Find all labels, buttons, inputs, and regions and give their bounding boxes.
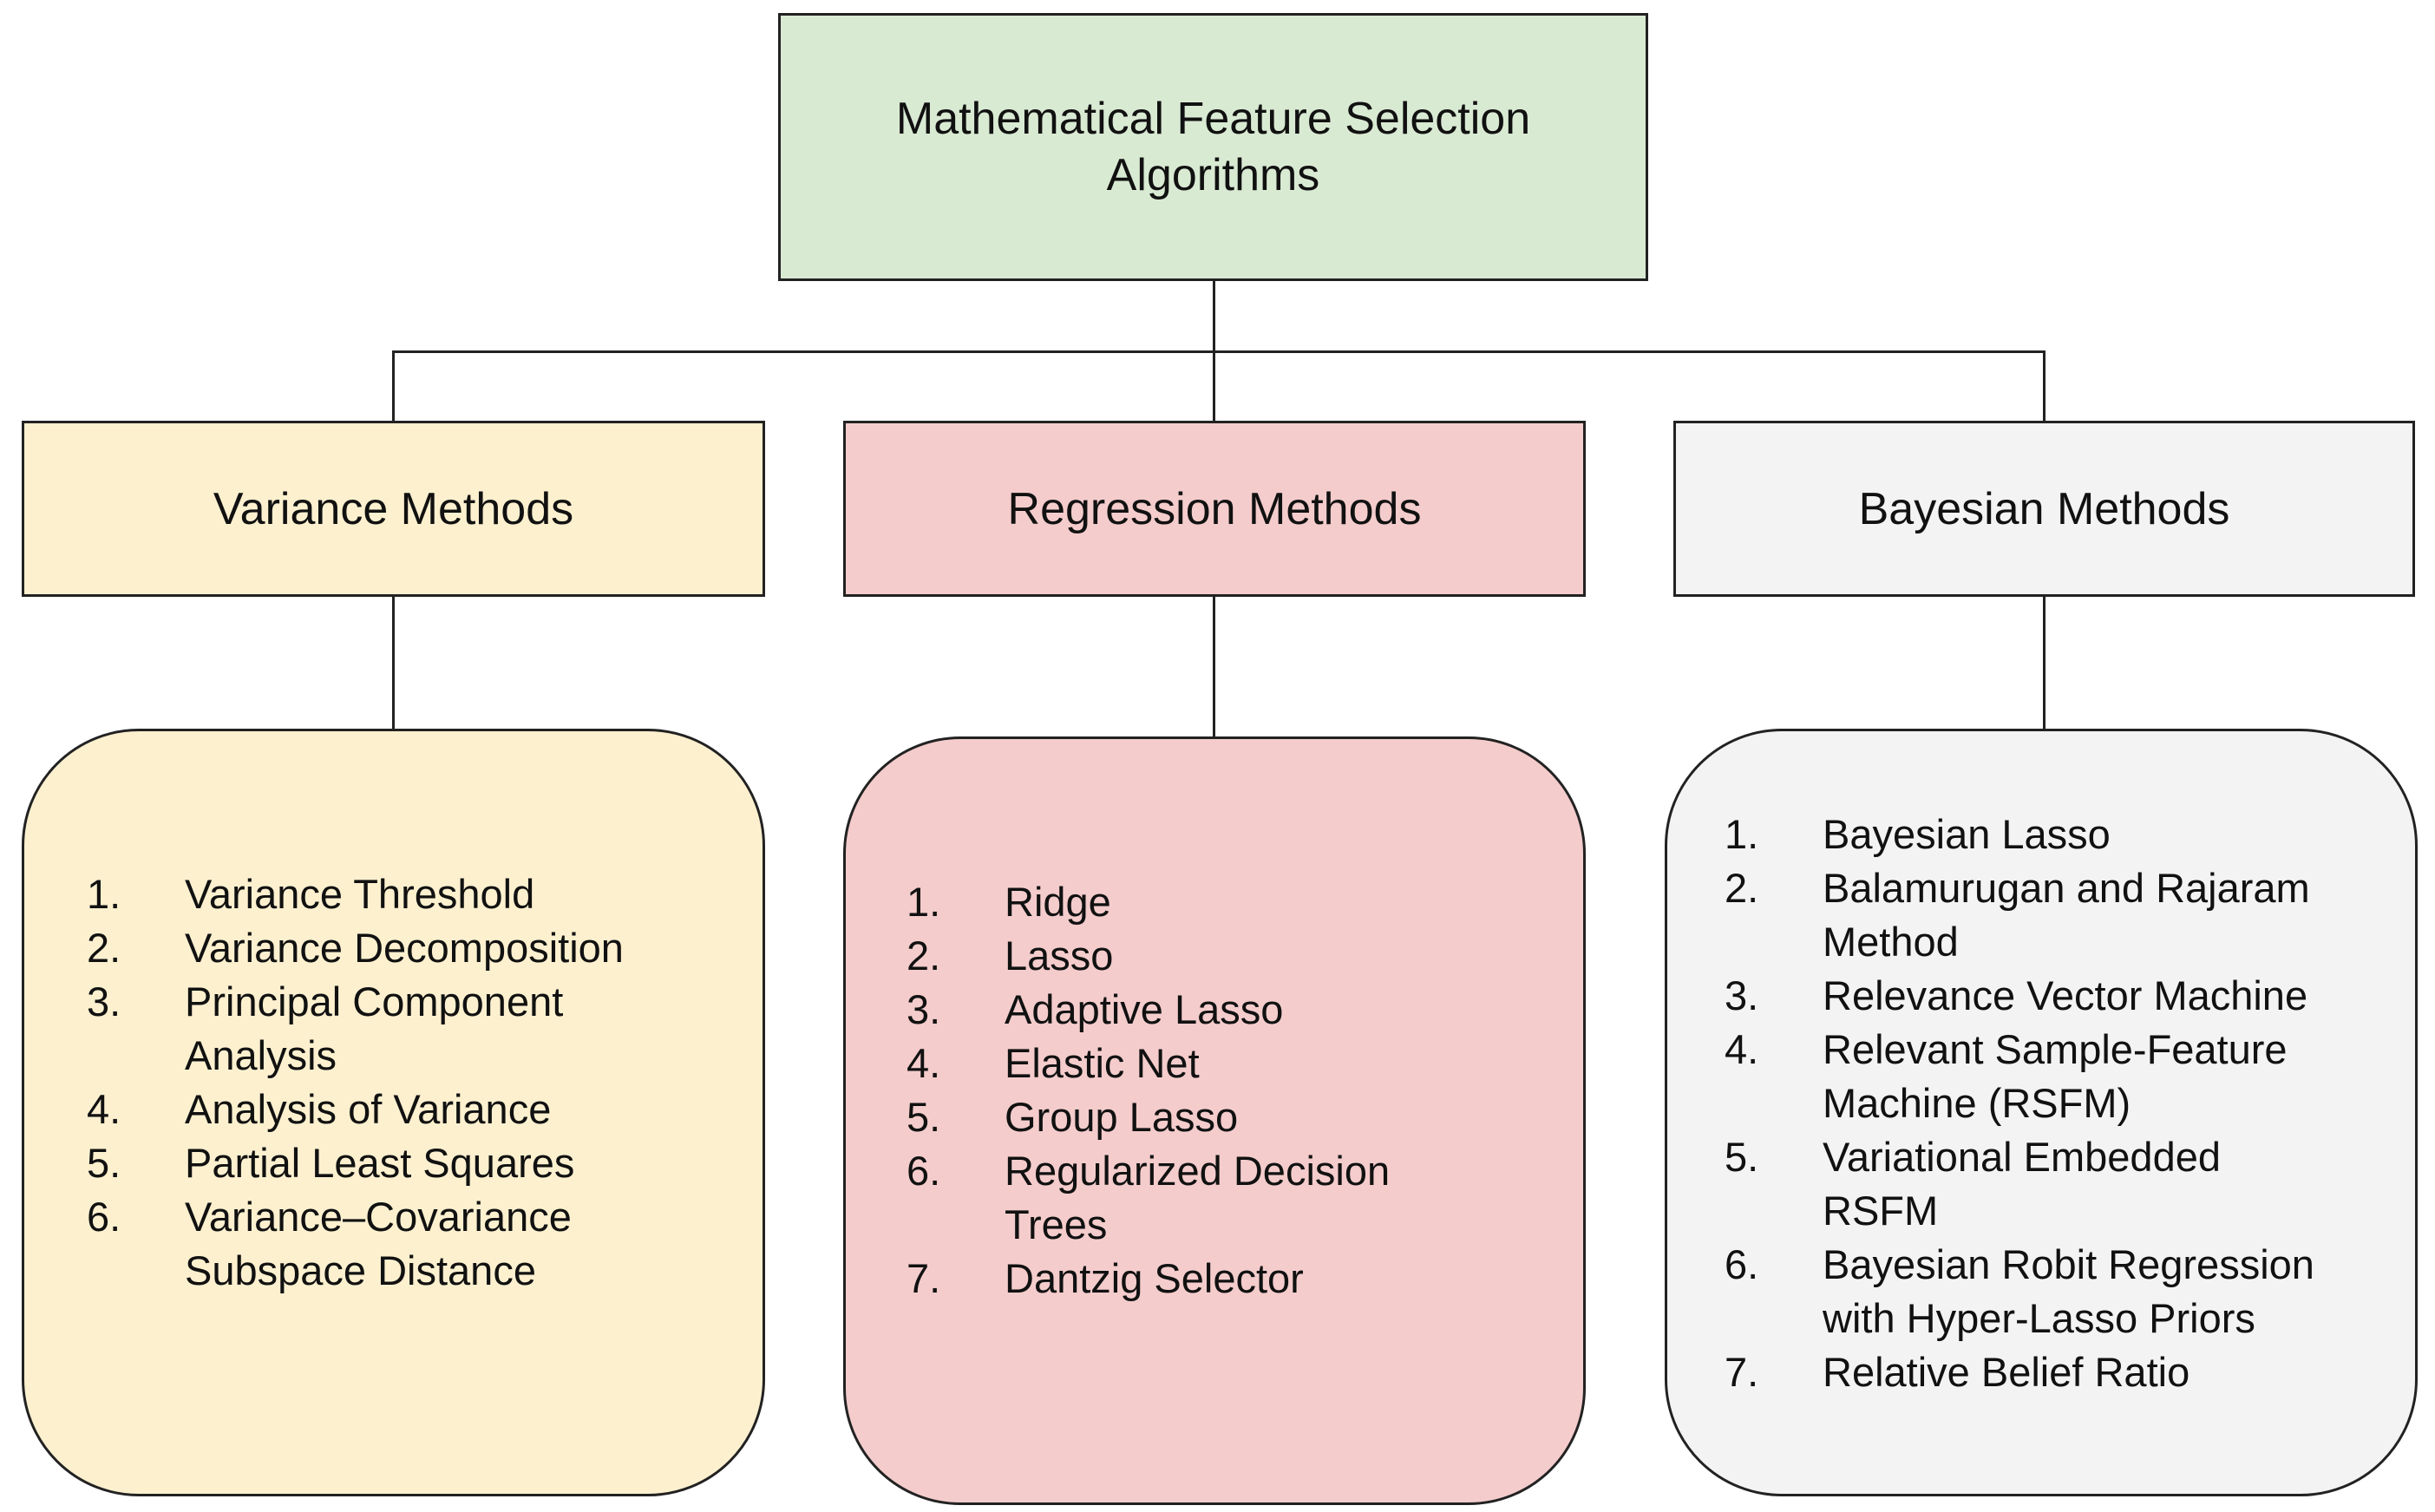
method-item-text-line: Lasso — [1005, 933, 1114, 979]
category-box-regression: Regression Methods — [843, 421, 1586, 597]
root-title-line-2: Algorithms — [1106, 149, 1320, 200]
method-item-number: 4. — [87, 1086, 121, 1132]
method-item-text-line: with Hyper-Lasso Priors — [1823, 1295, 2255, 1341]
method-item-text-line: Relative Belief Ratio — [1823, 1349, 2190, 1395]
method-item-number: 2. — [907, 933, 941, 979]
category-box-variance: Variance Methods — [22, 421, 765, 597]
method-item-text-line: Partial Least Squares — [185, 1140, 575, 1186]
method-item-text-line: Balamurugan and Rajaram — [1823, 865, 2310, 911]
method-item-text-line: Adaptive Lasso — [1005, 986, 1284, 1032]
method-list-item: 6. Bayesian Robit Regression with Hyper-La… — [1725, 1238, 2314, 1345]
method-item-text-line: Method — [1823, 919, 1959, 965]
method-item-number: 3. — [907, 986, 941, 1032]
method-item-text-line: Relevance Vector Machine — [1823, 972, 2308, 1018]
method-list-regression: 1. Ridge 2. Lasso 3. Adaptive Lasso 4. Elastic … — [907, 875, 1390, 1306]
method-item-number: 4. — [907, 1040, 941, 1086]
regression-branch-connector — [1213, 350, 1215, 422]
method-item-number: 5. — [87, 1140, 121, 1186]
method-item-number: 7. — [1725, 1349, 1759, 1395]
method-list-item: 1. Variance Threshold — [87, 867, 624, 921]
horizontal-branch-connector — [392, 350, 2046, 353]
method-item-text-line: Principal Component — [185, 979, 564, 1024]
method-item-number: 6. — [907, 1148, 941, 1194]
method-item-number: 1. — [1725, 811, 1759, 857]
method-item-text-line: Variance Threshold — [185, 871, 535, 917]
method-item-text-line: Variance–Covariance — [185, 1194, 572, 1240]
method-item-text-line: Analysis of Variance — [185, 1086, 552, 1132]
method-item-text-line: Relevant Sample-Feature — [1823, 1026, 2288, 1072]
method-list-box-bayesian: 1. Bayesian Lasso 2. Balamurugan and Rajara… — [1665, 729, 2418, 1496]
method-list-item: 5. Partial Least Squares — [87, 1136, 624, 1190]
category-label-variance: Variance Methods — [213, 483, 574, 534]
category-label-regression: Regression Methods — [1007, 483, 1422, 534]
method-list-item: 7. Relative Belief Ratio — [1725, 1345, 2314, 1399]
method-item-number: 6. — [87, 1194, 121, 1240]
variance-list-connector — [392, 597, 395, 730]
method-item-number: 4. — [1725, 1026, 1759, 1072]
method-item-text-line: Trees — [1005, 1201, 1108, 1247]
category-box-bayesian: Bayesian Methods — [1673, 421, 2415, 597]
method-list-item: 4. Elastic Net — [907, 1037, 1390, 1090]
root-title-line-1: Mathematical Feature Selection — [895, 93, 1531, 144]
method-item-number: 5. — [1725, 1134, 1759, 1180]
method-item-text-line: Subspace Distance — [185, 1247, 536, 1293]
regression-list-connector — [1213, 597, 1215, 737]
method-item-text-line: Ridge — [1005, 879, 1111, 925]
variance-branch-connector — [392, 350, 395, 422]
method-item-number: 2. — [1725, 865, 1759, 911]
method-list-item: 1. Ridge — [907, 875, 1390, 929]
method-list-item: 1. Bayesian Lasso — [1725, 808, 2314, 861]
method-item-text-line: Machine (RSFM) — [1823, 1080, 2131, 1126]
method-list-bayesian: 1. Bayesian Lasso 2. Balamurugan and Rajara… — [1725, 808, 2314, 1399]
method-item-text-line: Variance Decomposition — [185, 925, 624, 971]
method-item-text-line: Dantzig Selector — [1005, 1255, 1304, 1301]
method-list-item: 2. Lasso — [907, 929, 1390, 983]
root-stem-connector — [1213, 281, 1215, 352]
method-item-text-line: Elastic Net — [1005, 1040, 1200, 1086]
method-item-number: 1. — [87, 871, 121, 917]
method-list-item: 4. Analysis of Variance — [87, 1083, 624, 1136]
bayesian-branch-connector — [2043, 350, 2046, 422]
method-item-text-line: Analysis — [185, 1032, 337, 1078]
method-item-text-line: Bayesian Lasso — [1823, 811, 2111, 857]
method-item-text-line: RSFM — [1823, 1188, 1939, 1234]
method-item-text-line: Variational Embedded — [1823, 1134, 2221, 1180]
method-item-number: 7. — [907, 1255, 941, 1301]
method-item-number: 1. — [907, 879, 941, 925]
method-list-item: 2. Variance Decomposition — [87, 921, 624, 975]
method-list-box-variance: 1. Variance Threshold 2. Variance Decomposi… — [22, 729, 765, 1496]
root-node-box: Mathematical Feature Selection Algorithm… — [778, 13, 1648, 281]
method-item-text-line: Bayesian Robit Regression — [1823, 1241, 2314, 1287]
bayesian-list-connector — [2043, 597, 2046, 730]
method-item-number: 3. — [1725, 972, 1759, 1018]
method-item-number: 5. — [907, 1094, 941, 1140]
method-list-item: 5. Group Lasso — [907, 1090, 1390, 1144]
method-list-box-regression: 1. Ridge 2. Lasso 3. Adaptive Lasso 4. Elastic … — [843, 736, 1586, 1505]
method-item-number: 2. — [87, 925, 121, 971]
method-item-text-line: Group Lasso — [1005, 1094, 1239, 1140]
method-list-item: 3. Relevance Vector Machine — [1725, 969, 2314, 1023]
category-label-bayesian: Bayesian Methods — [1858, 483, 2230, 534]
method-list-variance: 1. Variance Threshold 2. Variance Decomposi… — [87, 867, 624, 1298]
method-item-number: 3. — [87, 979, 121, 1024]
method-item-number: 6. — [1725, 1241, 1759, 1287]
method-list-item: 7. Dantzig Selector — [907, 1252, 1390, 1306]
method-item-text-line: Regularized Decision — [1005, 1148, 1391, 1194]
method-list-item: 3. Adaptive Lasso — [907, 983, 1390, 1037]
